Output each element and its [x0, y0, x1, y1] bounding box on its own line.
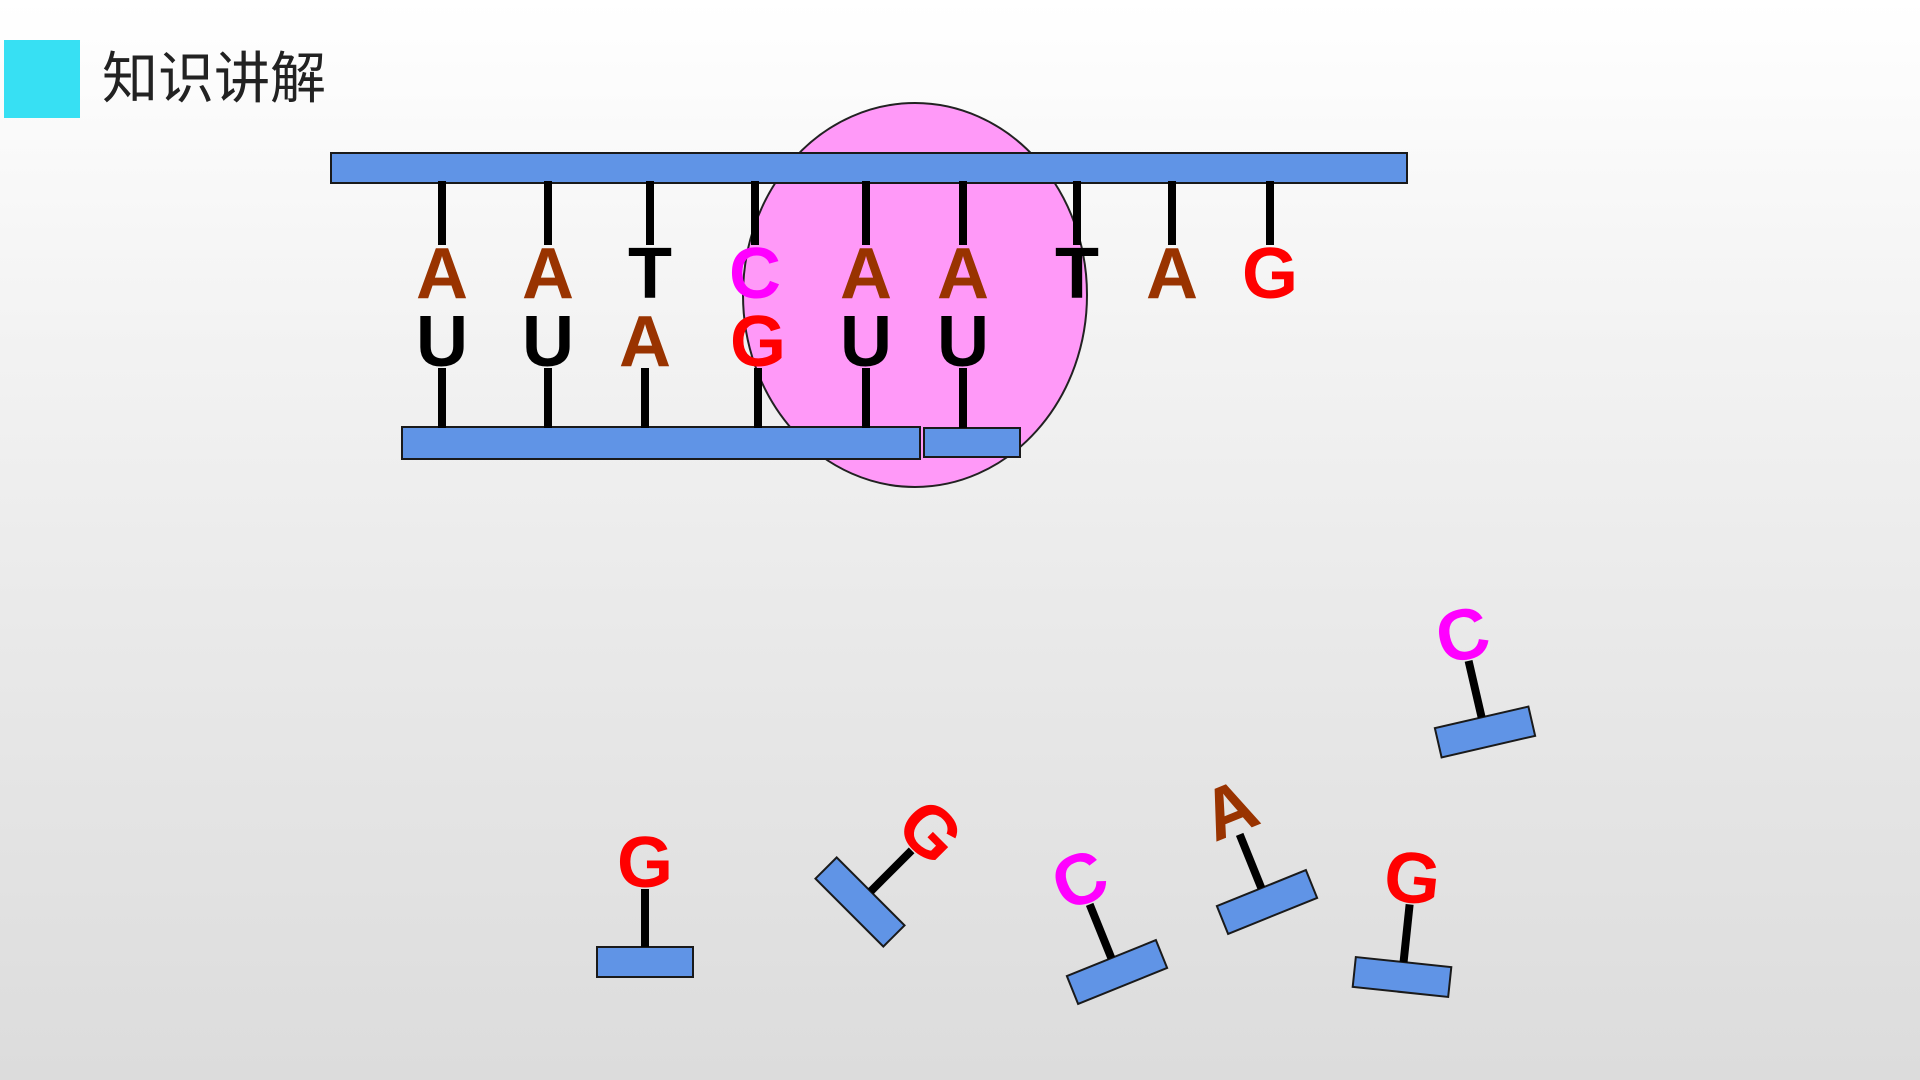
nucleotide-bond [867, 847, 915, 895]
nucleotide-sugar-bar [596, 946, 694, 978]
mrna-backbone-bar [401, 426, 921, 460]
free-base-c: C [1041, 833, 1119, 927]
dna-base-g: G [1242, 234, 1298, 314]
free-base-c: C [1428, 591, 1497, 681]
mrna-base-u: U [840, 302, 892, 382]
dna-base-a: A [1146, 234, 1198, 314]
free-nucleotide: A [1191, 763, 1319, 936]
dna-base-t: T [1055, 234, 1099, 314]
mrna-base-u: U [522, 302, 574, 382]
free-nucleotide: C [1041, 833, 1169, 1006]
free-nucleotide: G [596, 823, 694, 978]
dna-base-c: C [729, 234, 781, 314]
nucleotide-bond [1464, 659, 1486, 719]
dna-base-a: A [522, 234, 574, 314]
dna-base-a: A [937, 234, 989, 314]
nucleotide-sugar-bar [1065, 938, 1169, 1006]
free-nucleotide: G [814, 784, 978, 948]
free-base-g: G [1380, 836, 1444, 921]
mrna-backbone-new-segment [923, 427, 1021, 458]
nucleotide-bond [1235, 832, 1266, 890]
nucleotide-sugar-bar [1215, 868, 1319, 936]
title-accent-block [4, 40, 80, 118]
slide-title: 知识讲解 [102, 47, 326, 112]
dna-backbone-bar [330, 152, 1408, 184]
dna-base-a: A [416, 234, 468, 314]
mrna-base-g: G [730, 302, 786, 382]
mrna-base-a: A [619, 302, 671, 382]
dna-base-t: T [628, 234, 672, 314]
nucleotide-bond [1399, 903, 1414, 963]
mrna-base-u: U [416, 302, 468, 382]
mrna-base-u: U [937, 302, 989, 382]
free-base-g: G [617, 823, 673, 903]
nucleotide-sugar-bar [1351, 955, 1453, 999]
free-base-a: A [1191, 763, 1269, 857]
ribosome-enzyme [742, 102, 1088, 488]
free-nucleotide: C [1428, 591, 1537, 759]
free-nucleotide: G [1351, 836, 1453, 999]
nucleotide-sugar-bar [1433, 705, 1537, 759]
nucleotide-bond [1085, 902, 1116, 960]
dna-base-a: A [840, 234, 892, 314]
